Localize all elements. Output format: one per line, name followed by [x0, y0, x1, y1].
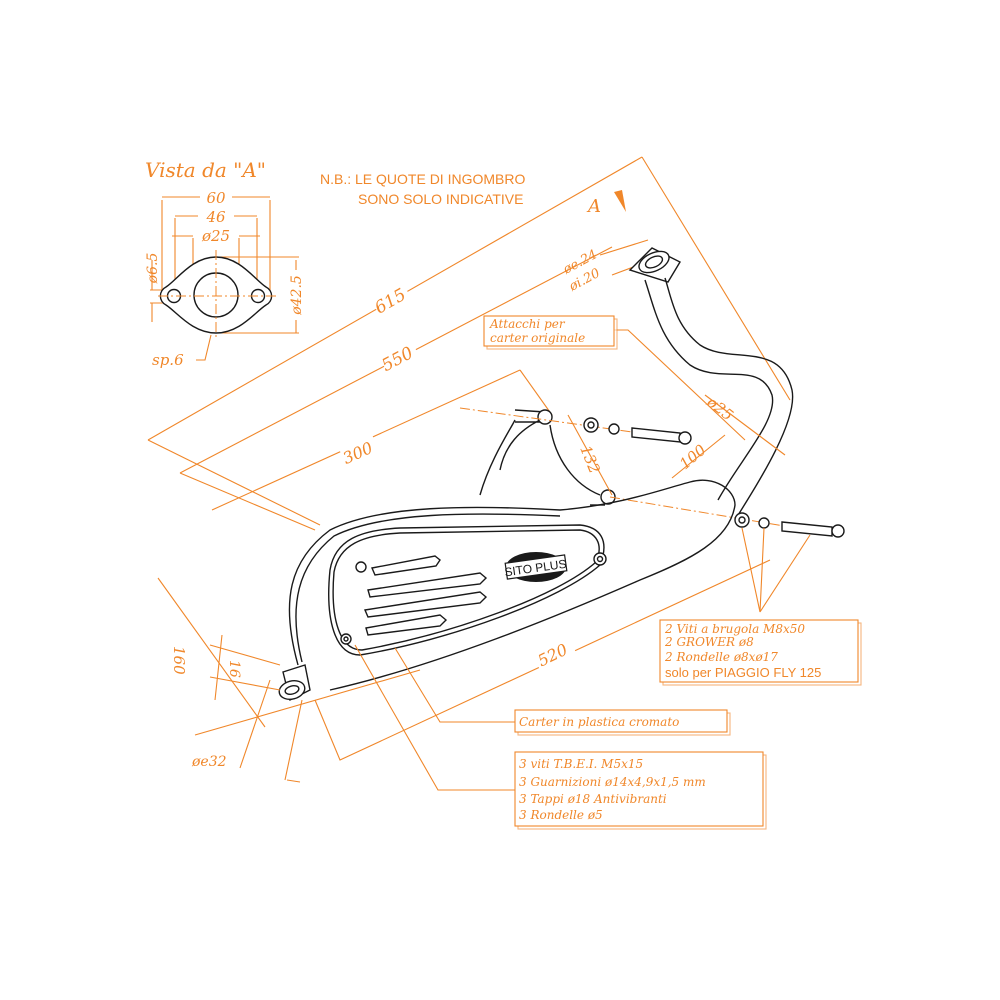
exhaust-pipe: [628, 247, 794, 521]
callout-viti-line-3: 2 Rondelle ø8xø17: [664, 650, 778, 664]
callout-carter-text: Carter in plastica cromato: [519, 715, 679, 729]
callout-carter: Carter in plastica cromato: [514, 709, 731, 736]
dim-thickness: sp.6: [152, 351, 184, 369]
callout-tbei-line-1: 3 viti T.B.E.I. M5x15: [519, 757, 643, 771]
dim-d42-5: ø42.5: [289, 275, 305, 316]
callout-tbei-line-4: 3 Rondelle ø5: [519, 808, 603, 822]
hardware-upper: [459, 407, 692, 445]
callout-tbei-line-3: 3 Tappi ø18 Antivibranti: [519, 792, 667, 806]
callout-tbei: 3 viti T.B.E.I. M5x15 3 Guarnizioni ø14x…: [514, 751, 767, 830]
view-title: Vista da "A": [145, 158, 266, 182]
dim-100: 100: [676, 441, 710, 473]
mounting-bracket: [479, 409, 616, 506]
dim-d25: ø25: [201, 227, 230, 245]
overall-dimensions: 615 550 300: [147, 156, 791, 531]
dim-160: 160: [170, 646, 188, 675]
muffler-body: SITO PLUS: [278, 479, 736, 702]
callout-viti-line-2: 2 GROWER ø8: [664, 635, 754, 649]
callout-viti-line-4: solo per PIAGGIO FLY 125: [665, 665, 821, 680]
callout-tbei-line-2: 3 Guarnizioni ø14x4,9x1,5 mm: [519, 775, 706, 789]
dim-60: 60: [206, 189, 226, 207]
dim-de32: øe32: [191, 754, 227, 770]
note-line-1: N.B.: LE QUOTE DI INGOMBRO: [320, 171, 525, 187]
note-line-2: SONO SOLO INDICATIVE: [358, 191, 523, 207]
dim-16: 16: [226, 660, 242, 678]
view-arrow-icon: [614, 190, 626, 212]
dim-d6-5: ø6.5: [145, 253, 161, 285]
flange-view: 60 46 ø25 ø6.5 ø42.5 sp.6: [145, 188, 305, 369]
callout-attacchi: Attacchi per carter originale: [483, 315, 618, 350]
callout-viti-brugola: 2 Viti a brugola M8x50 2 GROWER ø8 2 Ron…: [659, 619, 862, 686]
hardware-lower: [609, 496, 845, 538]
callout-attacchi-line-2: carter originale: [490, 331, 585, 345]
dim-132: 132: [576, 443, 603, 476]
dim-46: 46: [205, 208, 226, 226]
callout-viti-line-1: 2 Viti a brugola M8x50: [664, 622, 805, 636]
callout-attacchi-line-1: Attacchi per: [489, 317, 566, 331]
view-a-marker: A: [586, 196, 601, 217]
